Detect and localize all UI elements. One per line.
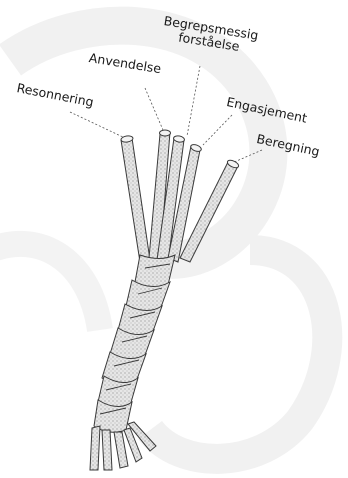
rope-strands	[121, 132, 238, 262]
braided-body	[94, 255, 175, 432]
